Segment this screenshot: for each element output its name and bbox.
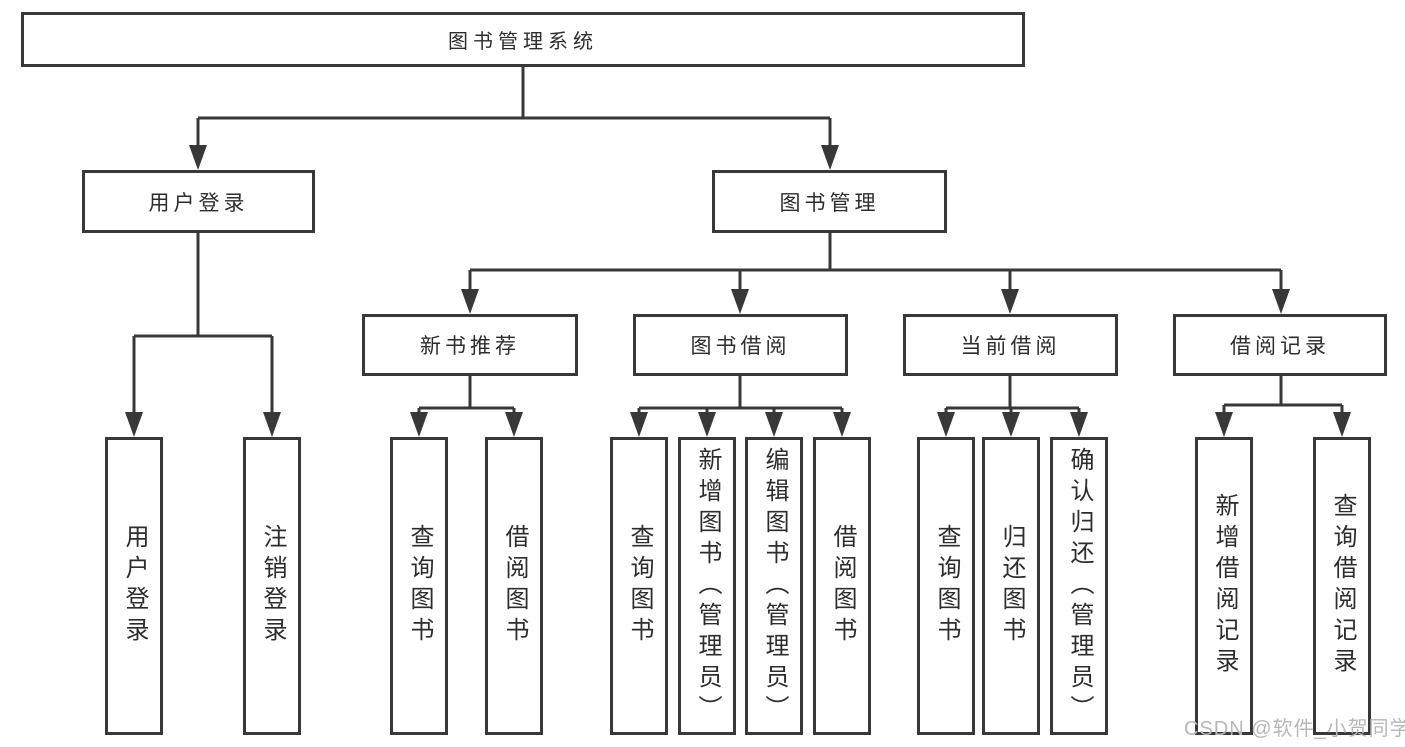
edge-user-login-branch	[132, 233, 274, 418]
node-borrow-records: 借阅记录	[1173, 314, 1387, 376]
leaf-logout: 注销登录	[243, 437, 301, 735]
leaf-query-borrow-record: 查询借阅记录	[1313, 437, 1371, 735]
node-label: 图书借阅	[690, 335, 791, 358]
csdn-watermark: CSDN @软件_小贺同学	[1184, 718, 1405, 740]
edge-book-management-branch	[468, 233, 1283, 296]
node-label: 借阅图书	[829, 524, 856, 648]
node-label: 查询借阅记录	[1329, 493, 1356, 679]
leaf-query-books-borrow: 查询图书	[610, 437, 668, 735]
node-label: 图书管理	[779, 191, 880, 215]
leaf-return-book: 归还图书	[982, 437, 1040, 735]
node-label: 查询图书	[406, 524, 433, 648]
leaf-user-login: 用户登录	[105, 437, 163, 735]
node-label: 查询图书	[626, 524, 653, 648]
node-root-system: 图书管理系统	[21, 12, 1025, 67]
leaf-edit-book-admin: 编辑图书（管理员）	[745, 437, 803, 735]
leaf-add-book-admin: 新增图书（管理员）	[678, 437, 736, 735]
node-new-book-recommend: 新书推荐	[362, 314, 578, 376]
node-label: 用户登录	[148, 191, 249, 215]
node-label: 归还图书	[998, 524, 1025, 648]
node-label: 新增图书（管理员）	[694, 446, 721, 726]
node-book-borrow: 图书借阅	[633, 314, 848, 376]
node-label: 注销登录	[259, 524, 286, 648]
node-label: 编辑图书（管理员）	[761, 446, 788, 726]
node-user-login: 用户登录	[82, 170, 315, 233]
leaf-query-books-recommend: 查询图书	[390, 437, 448, 735]
node-label: 借阅图书	[501, 524, 528, 648]
node-label: 确认归还（管理员）	[1066, 446, 1093, 726]
leaf-borrow-books: 借阅图书	[813, 437, 871, 735]
node-book-management: 图书管理	[712, 170, 947, 233]
edge-root-to-level2	[196, 67, 832, 152]
node-label: 查询图书	[933, 524, 960, 648]
edge-book-borrow-branch	[637, 376, 844, 420]
node-current-borrow: 当前借阅	[903, 314, 1118, 376]
node-label: 新书推荐	[420, 335, 520, 358]
node-label: 借阅记录	[1230, 335, 1330, 358]
leaf-query-books-current: 查询图书	[917, 437, 975, 735]
leaf-confirm-return-admin: 确认归还（管理员）	[1050, 437, 1108, 735]
node-label: 新增借阅记录	[1211, 493, 1238, 679]
edge-current-borrow-branch	[944, 376, 1081, 420]
node-label: 用户登录	[121, 524, 148, 648]
leaf-borrow-books-recommend: 借阅图书	[485, 437, 543, 735]
node-label: 图书管理系统	[448, 31, 598, 53]
edge-new-book-branch	[417, 376, 516, 420]
edge-borrow-records-branch	[1222, 376, 1344, 420]
node-label: 当前借阅	[960, 335, 1061, 358]
leaf-add-borrow-record: 新增借阅记录	[1195, 437, 1253, 735]
